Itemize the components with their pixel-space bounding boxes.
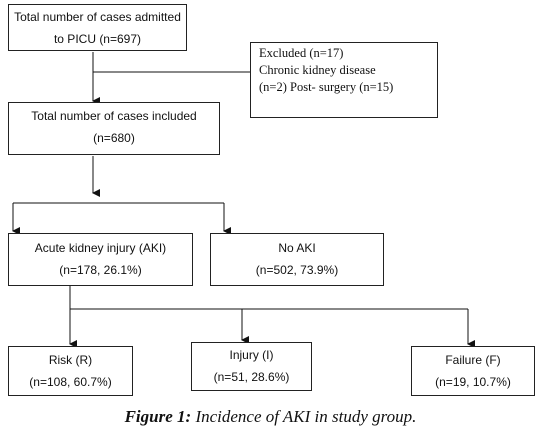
node-risk-line1: Risk (R) [48, 353, 93, 367]
node-aki: Acute kidney injury (AKI) (n=178, 26.1%) [8, 233, 193, 286]
node-failure-line1: Failure (F) [445, 353, 501, 367]
node-admitted-line1: Total number of cases admitted [14, 10, 181, 24]
node-injury: Injury (I) (n=51, 28.6%) [191, 342, 312, 391]
node-admitted-line2: to PICU (n=697) [53, 32, 142, 46]
node-excluded-line1: Excluded (n=17) [259, 46, 344, 60]
node-failure: Failure (F) (n=19, 10.7%) [411, 346, 535, 396]
figure-caption: Figure 1: Incidence of AKI in study grou… [0, 407, 541, 427]
node-no-aki-line1: No AKI [278, 241, 316, 255]
node-no-aki-line2: (n=502, 73.9%) [255, 263, 339, 277]
node-injury-line2: (n=51, 28.6%) [213, 370, 290, 384]
node-injury-line1: Injury (I) [229, 348, 274, 362]
node-excluded-line3: (n=2) Post- surgery (n=15) [259, 80, 394, 94]
node-failure-line2: (n=19, 10.7%) [435, 375, 511, 389]
node-risk-line2: (n=108, 60.7%) [29, 375, 112, 389]
node-risk: Risk (R) (n=108, 60.7%) [8, 346, 133, 396]
node-aki-line1: Acute kidney injury (AKI) [34, 241, 167, 255]
node-no-aki: No AKI (n=502, 73.9%) [210, 233, 384, 286]
figure-caption-label: Figure 1: [124, 407, 192, 426]
node-admitted: Total number of cases admitted to PICU (… [8, 4, 187, 51]
node-excluded-line2: Chronic kidney disease [259, 63, 376, 77]
node-excluded: Excluded (n=17) Chronic kidney disease (… [250, 42, 438, 118]
node-aki-line2: (n=178, 26.1%) [59, 263, 142, 277]
node-included-line1: Total number of cases included [31, 109, 197, 123]
figure-caption-text: Incidence of AKI in study group. [191, 407, 417, 426]
node-included: Total number of cases included (n=680) [8, 102, 220, 155]
node-included-line2: (n=680) [93, 131, 135, 145]
